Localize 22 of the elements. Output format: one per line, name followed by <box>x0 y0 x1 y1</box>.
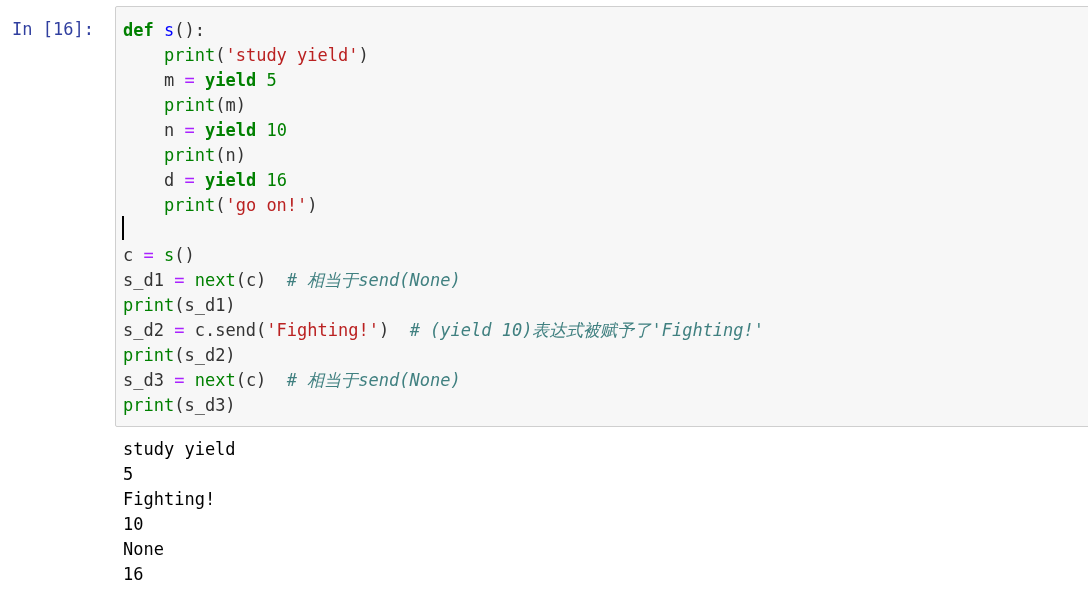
code-line: print('go on!') <box>164 195 318 215</box>
code-line: m = yield 5 <box>164 70 277 90</box>
code-line: print(s_d2) <box>123 345 236 365</box>
code-line: s_d1 = next(c) # 相当于send(None) <box>123 270 461 290</box>
code-cell <box>115 6 1088 427</box>
output-line: None <box>123 539 164 559</box>
code-line: s_d2 = c.send('Fighting!') # (yield 10)表达式被赋予了'Fighting!' <box>123 320 765 340</box>
code-line: print(m) <box>164 95 246 115</box>
output-line: Fighting! <box>123 489 216 509</box>
output-line: 5 <box>123 464 134 484</box>
code-line: print(n) <box>164 145 246 165</box>
code-line: def s(): <box>123 20 205 40</box>
code-line: c = s() <box>123 245 195 265</box>
code-line: d = yield 16 <box>164 170 287 190</box>
output-line: 10 <box>123 514 144 534</box>
input-prompt: In [16]: <box>12 19 94 39</box>
code-line: print('study yield') <box>164 45 369 65</box>
code-line: print(s_d3) <box>123 395 236 415</box>
code-line: print(s_d1) <box>123 295 236 315</box>
output-line: 16 <box>123 564 144 584</box>
code-line: n = yield 10 <box>164 120 287 140</box>
code-line: s_d3 = next(c) # 相当于send(None) <box>123 370 461 390</box>
